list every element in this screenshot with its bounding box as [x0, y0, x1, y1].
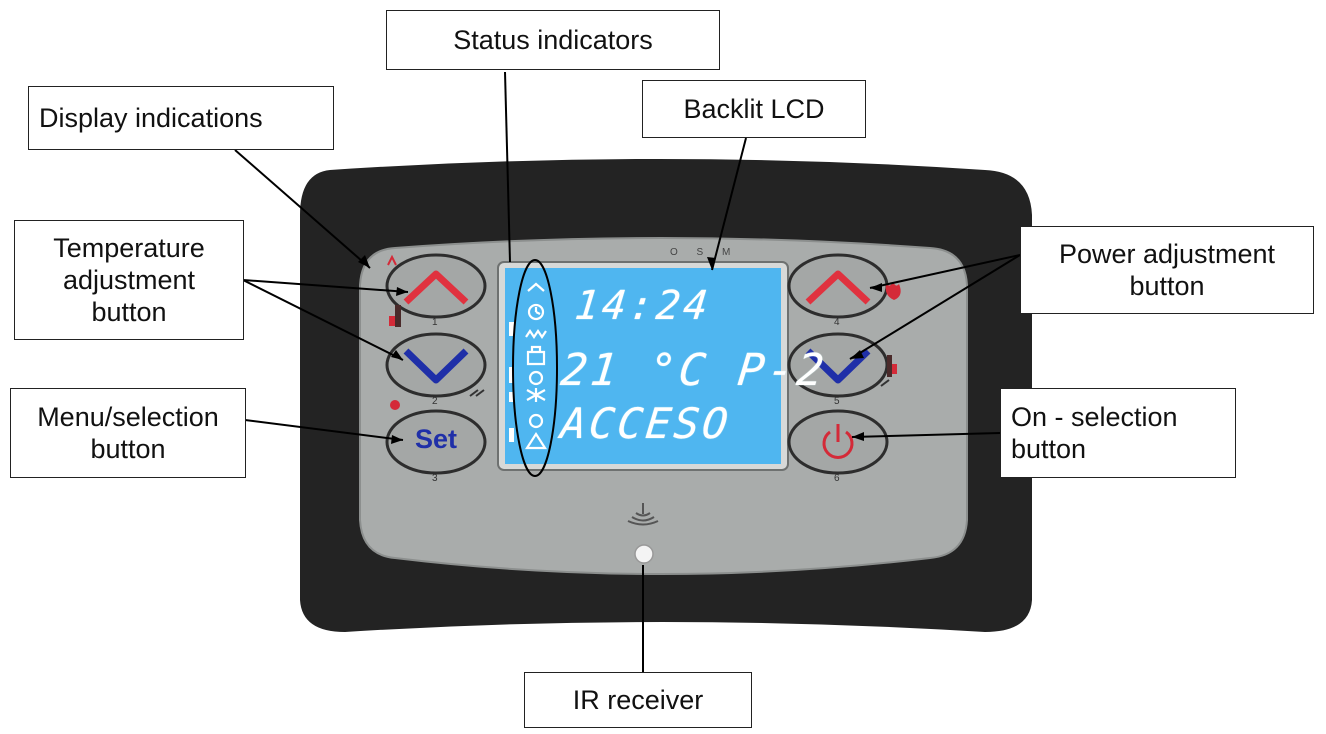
- power-up-button[interactable]: [787, 253, 889, 319]
- label-temperature-adjustment: Temperature adjustment button: [14, 220, 244, 340]
- left-buttons: [385, 253, 487, 475]
- temp-down-button[interactable]: [385, 332, 487, 398]
- thermometer-icon: [395, 305, 401, 327]
- label-ir-receiver: IR receiver: [524, 672, 752, 728]
- temp-up-button[interactable]: [385, 253, 487, 319]
- set-button[interactable]: [385, 409, 487, 475]
- led-letters: O S M: [670, 247, 739, 258]
- lcd-screen: [505, 268, 781, 464]
- chevron-up-icon: [403, 270, 469, 305]
- leader-lines: [234, 71, 1021, 673]
- ir-signal-icon: [627, 503, 659, 526]
- flame-icon: [885, 282, 901, 300]
- button-number: 3: [432, 473, 438, 484]
- button-number: 1: [432, 317, 438, 328]
- heat-wave-icon: [525, 329, 547, 339]
- thermometer-icon: [887, 355, 892, 377]
- clock-icon: [527, 303, 545, 321]
- button-number: 4: [834, 317, 840, 328]
- side-icons: [387, 254, 901, 410]
- label-status-indicators: Status indicators: [386, 10, 720, 70]
- label-menu-selection: Menu/selection button: [10, 388, 246, 478]
- button-number: 2: [432, 396, 438, 407]
- arrowheads: [358, 255, 882, 444]
- label-power-adjustment: Power adjustment button: [1020, 226, 1314, 314]
- chevron-down-icon: [805, 348, 871, 384]
- fan-icon: [527, 282, 545, 292]
- chevron-down-icon: [403, 348, 469, 384]
- label-display-indications: Display indications: [28, 86, 334, 150]
- button-number: 6: [834, 473, 840, 484]
- status-indicator-bars: [509, 322, 514, 442]
- flame-icon: [390, 400, 400, 410]
- label-on-selection: On - selection button: [1000, 388, 1236, 478]
- pump-icon: [526, 345, 546, 366]
- leader-status: [504, 71, 511, 263]
- set-button-label: Set: [414, 424, 458, 454]
- leader-display: [234, 149, 371, 269]
- gear-icon: [528, 370, 544, 386]
- button-number: 5: [834, 396, 840, 407]
- chevron-up-icon: [805, 270, 871, 305]
- ir-receiver-window: [634, 544, 654, 564]
- warning-icon: [524, 431, 548, 450]
- lcd-time: 14:24: [572, 283, 713, 329]
- lcd-temp-power: 21 °C P-2: [558, 345, 830, 396]
- label-backlit-lcd: Backlit LCD: [642, 80, 866, 138]
- power-icon: [822, 430, 854, 459]
- lcd-status: ACCESO: [558, 399, 734, 448]
- target-icon: [528, 413, 544, 429]
- right-buttons: [787, 253, 889, 475]
- fire-icon: [387, 254, 397, 266]
- snowflake-icon: [526, 388, 546, 402]
- status-icons: [524, 282, 548, 450]
- status-indicator-highlight: [512, 259, 558, 477]
- leader-lcd: [711, 137, 747, 271]
